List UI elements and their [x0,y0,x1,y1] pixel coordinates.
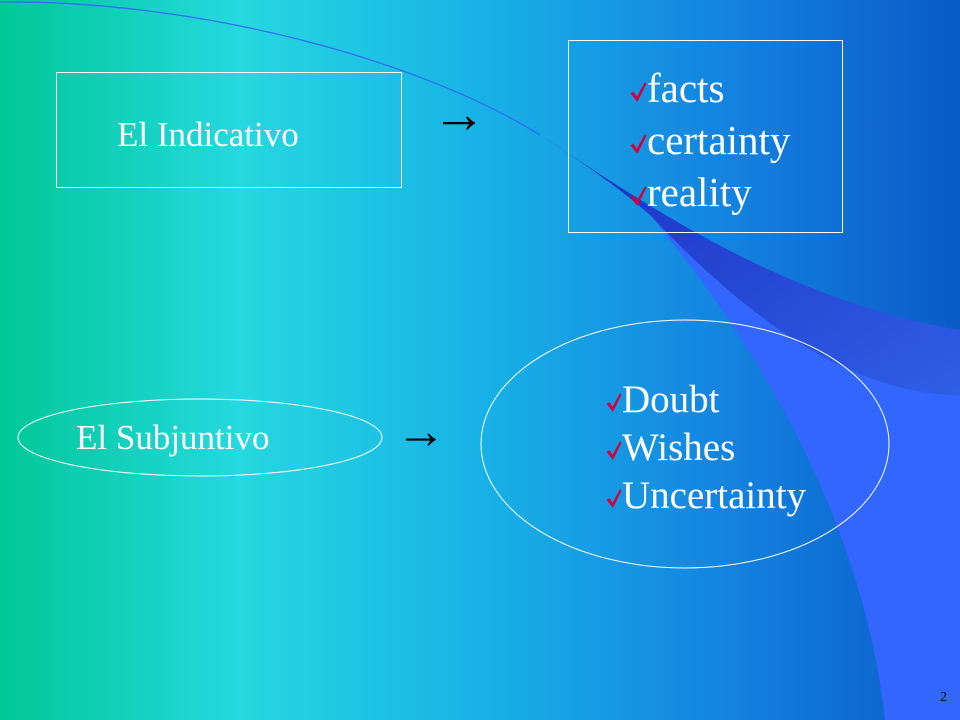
subjuntivo-uses-ellipse [480,319,890,569]
indicativo-label: El Indicativo [117,115,299,154]
list-item: Doubt [606,376,806,424]
list-item: Uncertainty [606,472,806,520]
indicativo-arrow: → [432,84,486,144]
check-icon [630,82,647,102]
list-item-text: Uncertainty [622,474,807,517]
indicativo-box [56,72,402,188]
list-item-text: certainty [647,117,791,163]
list-item: certainty [630,114,790,166]
swoosh-bright-region [650,215,960,720]
subjuntivo-label: El Subjuntivo [76,418,270,457]
page-number: 2 [940,690,947,705]
check-icon [606,441,622,460]
subjuntivo-arrow: → [396,403,446,459]
list-item: reality [630,166,790,218]
check-icon [606,393,622,412]
indicativo-uses-list: facts certainty reality [630,62,790,218]
check-icon [630,186,647,206]
list-item-text: Doubt [622,378,720,421]
indicativo-uses-box [568,40,843,233]
list-item-text: Wishes [622,426,736,469]
list-item-text: reality [647,169,752,215]
list-item: Wishes [606,424,806,472]
list-item-text: facts [647,65,725,111]
check-icon [606,489,622,508]
swoosh-dark-band [540,135,960,395]
swoosh-line [0,1,541,136]
subjuntivo-ellipse [17,398,383,477]
check-icon [630,134,647,154]
list-item: facts [630,62,790,114]
subjuntivo-uses-list: Doubt Wishes Uncertainty [606,376,806,520]
